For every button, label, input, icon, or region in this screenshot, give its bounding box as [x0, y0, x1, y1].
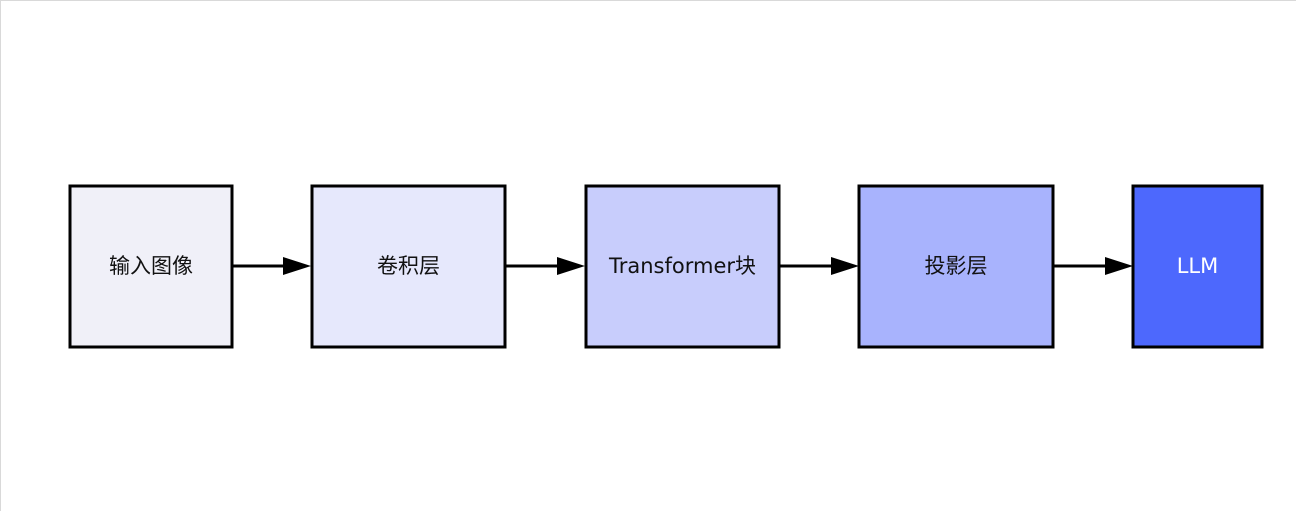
node-projection-layer: 投影层: [857, 184, 1055, 349]
node-llm-label: LLM: [1177, 254, 1219, 278]
edges: [232, 257, 1133, 275]
node-conv-layer: 卷积层: [310, 184, 507, 349]
arrowhead-input-image-to-conv-layer: [283, 257, 311, 275]
node-input-image: 输入图像: [68, 184, 234, 349]
arrowhead-conv-layer-to-transformer-block: [557, 257, 585, 275]
node-input-image-label: 输入图像: [109, 254, 193, 278]
node-transformer-block-box: [584, 184, 781, 349]
node-projection-layer-label: 投影层: [925, 254, 988, 278]
arrowhead-transformer-block-to-projection-layer: [831, 257, 859, 275]
arrowhead-projection-layer-to-llm: [1105, 257, 1133, 275]
node-conv-layer-box: [310, 184, 507, 349]
node-transformer-block-label: Transformer块: [608, 254, 756, 278]
node-llm-box: [1131, 184, 1264, 349]
node-conv-layer-label: 卷积层: [377, 254, 440, 278]
node-input-image-box: [68, 184, 234, 349]
node-projection-layer-box: [857, 184, 1055, 349]
node-transformer-block: Transformer块: [584, 184, 781, 349]
node-llm: LLM: [1131, 184, 1264, 349]
